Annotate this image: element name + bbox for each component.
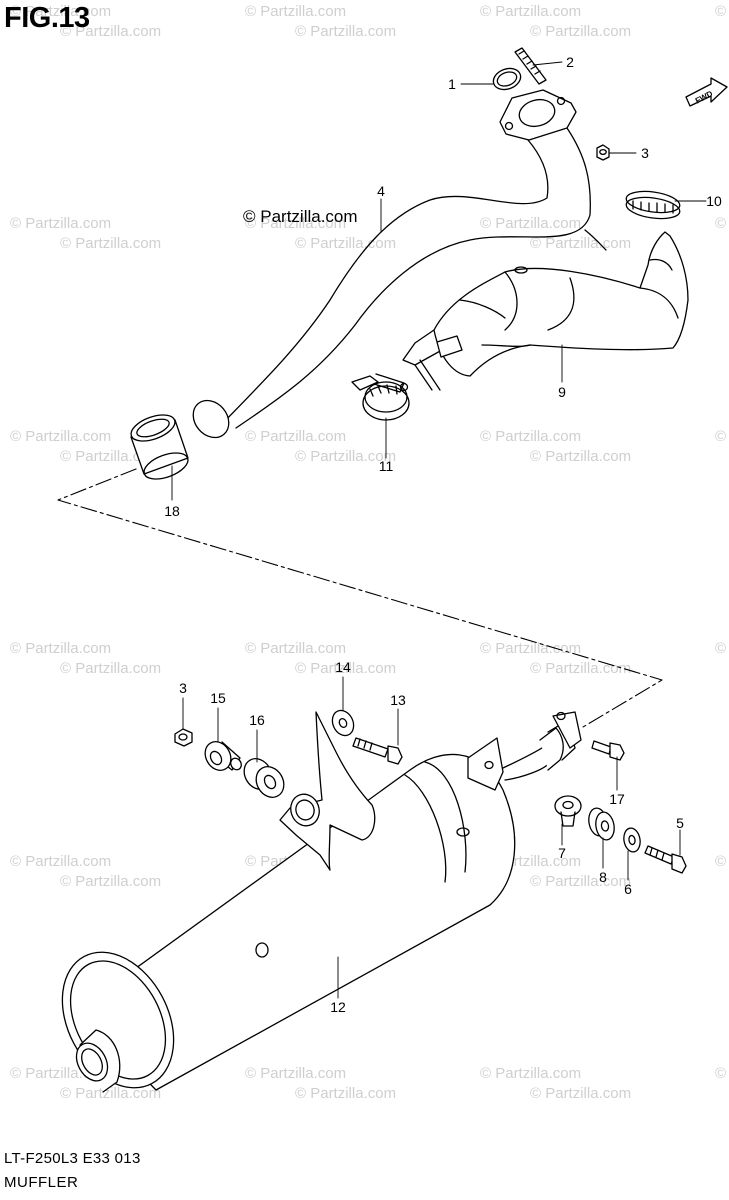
watermark-text: © Partzilla.com bbox=[60, 23, 161, 40]
watermark-text: © Partzilla.com bbox=[10, 215, 111, 232]
watermark-text: © Partzilla.com bbox=[295, 23, 396, 40]
callout-leaders bbox=[171, 61, 707, 999]
drawing-code: LT-F250L3 E33 013 bbox=[4, 1150, 141, 1167]
watermark-text: © Partzilla.com bbox=[10, 853, 111, 870]
part-callout: 1 bbox=[448, 76, 456, 92]
watermark-text: © Partzilla.com bbox=[10, 3, 111, 20]
part-callout: 11 bbox=[379, 458, 394, 474]
watermark-grid: © Partzilla.com © Partzilla.com © Partzill… bbox=[10, 3, 729, 1102]
grommet-part-right bbox=[588, 807, 615, 841]
watermark-text: © Partzilla.com bbox=[715, 1065, 729, 1082]
part-callout: 18 bbox=[164, 503, 180, 519]
muffler-body-part bbox=[61, 711, 582, 1093]
part-callout: 14 bbox=[335, 659, 351, 675]
watermark-text: © Partzilla.com bbox=[530, 23, 631, 40]
part-callout: 3 bbox=[641, 145, 649, 161]
watermark-text: © Partzilla.com bbox=[295, 235, 396, 252]
watermark-text: © Partzilla.com bbox=[530, 448, 631, 465]
watermark-text: © Partzilla.com bbox=[10, 428, 111, 445]
watermark-text: © Partzilla.com bbox=[715, 853, 729, 870]
watermark-text: © Partzilla.com bbox=[295, 1085, 396, 1102]
exhaust-pipe-part bbox=[192, 89, 607, 439]
part-callout: 16 bbox=[249, 712, 265, 728]
part-callout: 4 bbox=[377, 183, 385, 199]
watermark-text: © Partzilla.com bbox=[10, 640, 111, 657]
watermark-text: © Partzilla.com bbox=[245, 1065, 346, 1082]
watermark-text: © Partzilla.com bbox=[60, 873, 161, 890]
part-callout: 3 bbox=[179, 680, 187, 696]
part-callout: 9 bbox=[558, 384, 566, 400]
copyright-notice: © Partzilla.com bbox=[243, 207, 358, 226]
watermark-text: © Partzilla.com bbox=[715, 215, 729, 232]
watermark-text: © Partzilla.com bbox=[715, 640, 729, 657]
fwd-direction-arrow bbox=[685, 77, 728, 107]
hose-clamp-part bbox=[351, 373, 410, 421]
washer-part-right bbox=[623, 827, 641, 853]
part-callout: 7 bbox=[558, 845, 566, 861]
section-title: MUFFLER bbox=[4, 1174, 79, 1191]
bolt-part-upper bbox=[591, 740, 625, 761]
nut-part-lower bbox=[174, 728, 193, 747]
watermark-text: © Partzilla.com bbox=[530, 873, 631, 890]
watermark-text: © Partzilla.com bbox=[60, 235, 161, 252]
watermark-text: © Partzilla.com bbox=[480, 640, 581, 657]
watermark-text: © Partzilla.com bbox=[530, 1085, 631, 1102]
watermark-text: © Partzilla.com bbox=[60, 660, 161, 677]
watermark-text: © Partzilla.com bbox=[245, 3, 346, 20]
bolt-part bbox=[352, 737, 403, 765]
stud-bolt-part bbox=[514, 47, 547, 85]
assembly-connection-line bbox=[57, 468, 663, 728]
part-callout: 15 bbox=[210, 690, 226, 706]
watermark-text: © Partzilla.com bbox=[480, 1065, 581, 1082]
part-callout: 5 bbox=[676, 815, 684, 831]
watermark-text: © Partzilla.com bbox=[530, 660, 631, 677]
part-callout: 12 bbox=[330, 999, 346, 1015]
bolt-part-right bbox=[644, 845, 687, 874]
watermark-text: © Partzilla.com bbox=[245, 215, 346, 232]
gasket-ring-part bbox=[492, 67, 522, 91]
figure-label: FIG.13 bbox=[4, 2, 90, 34]
watermark-text: © Partzilla.com bbox=[295, 448, 396, 465]
nut-part bbox=[596, 144, 610, 161]
grommet-part bbox=[243, 758, 285, 798]
watermark-text: © Partzilla.com bbox=[530, 235, 631, 252]
part-callout: 6 bbox=[624, 881, 632, 897]
watermark-text: © Partzilla.com bbox=[245, 640, 346, 657]
clamp-band-part bbox=[625, 190, 681, 220]
part-callout: 10 bbox=[706, 193, 722, 209]
part-callout: 2 bbox=[566, 54, 574, 70]
watermark-text: © Partzilla.com bbox=[480, 215, 581, 232]
watermark-text: © Partzilla.com bbox=[715, 428, 729, 445]
watermark-text: © Partzilla.com bbox=[480, 3, 581, 20]
part-callout: 17 bbox=[609, 791, 625, 807]
washer-part bbox=[331, 709, 355, 737]
heat-shield-part bbox=[402, 231, 689, 391]
watermark-text: © Partzilla.com bbox=[295, 660, 396, 677]
part-callout: 8 bbox=[599, 869, 607, 885]
watermark-text: © Partzilla.com bbox=[245, 428, 346, 445]
watermark-text: © Partzilla.com bbox=[480, 428, 581, 445]
watermark-text: © Partzilla.com bbox=[60, 1085, 161, 1102]
part-callout: 13 bbox=[390, 692, 406, 708]
collar-part-right bbox=[554, 795, 582, 827]
connector-sleeve-part bbox=[130, 414, 189, 480]
collar-part bbox=[204, 741, 242, 771]
watermark-text: © Partzilla.com bbox=[715, 3, 729, 20]
